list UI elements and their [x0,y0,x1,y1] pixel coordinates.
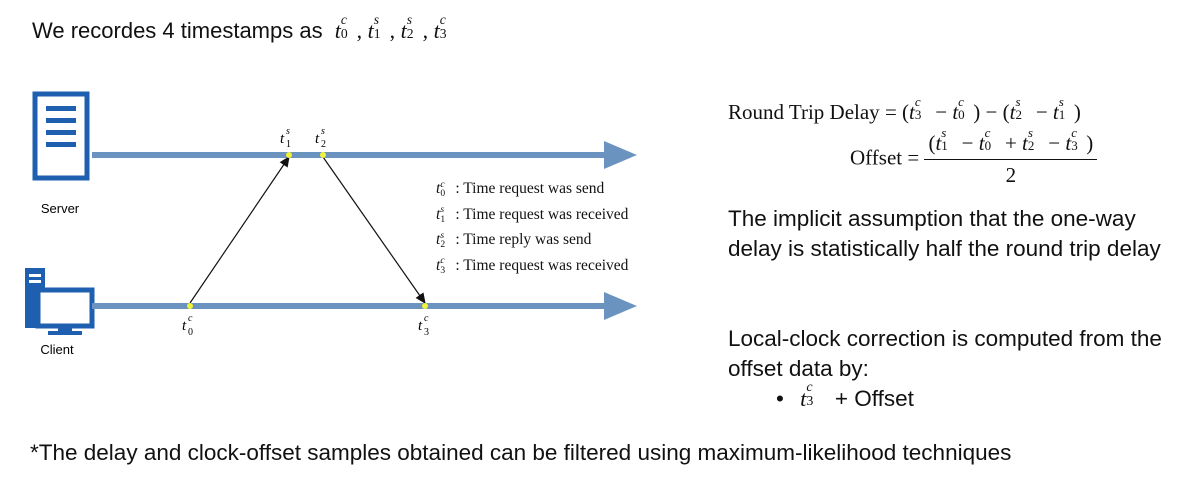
client-timeline [92,292,637,320]
svg-text:c: c [424,313,429,324]
t0-label: t c 0 [182,313,193,338]
correction-text: Local-clock correction is computed from … [728,326,1162,381]
t1-label: t s 1 [280,126,291,150]
client-label: Client [40,342,74,357]
svg-text:t: t [280,131,285,147]
svg-text:3: 3 [424,327,429,338]
svg-text:t: t [315,131,320,147]
heading-text: We recordes 4 timestamps as [32,18,323,43]
server-timeline [92,141,637,169]
svg-text:t: t [418,318,423,334]
request-message-arrow [189,156,290,304]
client-icon [25,268,95,335]
t2-dot [320,152,326,158]
assumption-text: The implicit assumption that the one-way… [728,206,1161,261]
footnote: *The delay and clock-offset samples obta… [30,440,1012,465]
timeline-diagram: Server Client t s 1 t s 2 t c 0 [25,91,637,357]
svg-text:0: 0 [188,327,193,338]
t3-dot [422,303,428,309]
svg-text:c: c [188,313,193,324]
t0-dot [187,303,193,309]
reply-message-arrow [322,156,426,304]
server-icon [32,91,90,181]
svg-text:s: s [321,126,325,137]
svg-text:1: 1 [286,139,291,150]
svg-text:s: s [286,126,290,137]
svg-text:t: t [182,318,187,334]
t2-label: t s 2 [315,126,326,150]
t1-dot [286,152,292,158]
server-label: Server [41,201,80,216]
svg-text:2: 2 [321,139,326,150]
t3-label: t c 3 [418,313,429,338]
